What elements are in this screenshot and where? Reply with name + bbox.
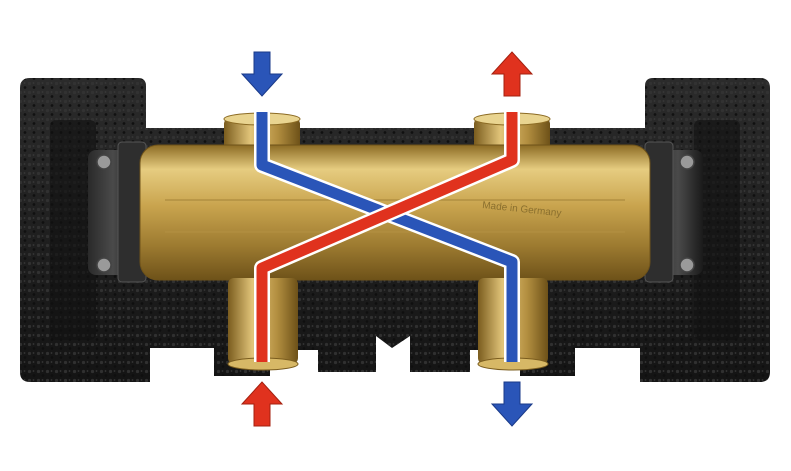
cold-outlet-arrow <box>490 381 534 427</box>
cold-inlet-arrow <box>240 51 284 97</box>
hot-outlet-arrow <box>490 51 534 97</box>
hot-inlet-arrow <box>240 381 284 427</box>
